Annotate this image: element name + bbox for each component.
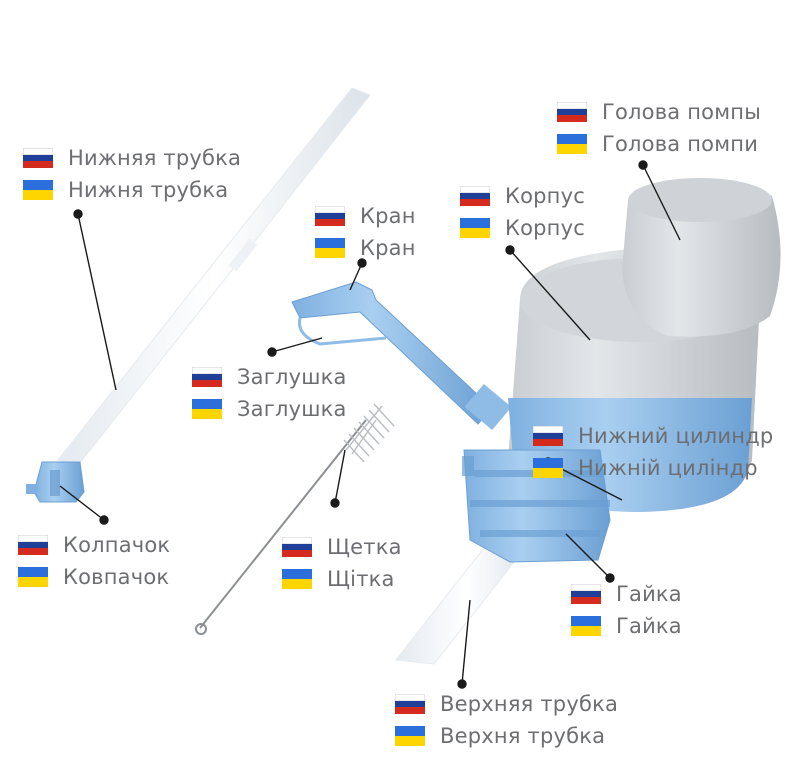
label-tap: Кран Кран	[315, 204, 416, 260]
ukraine-flag-icon	[315, 238, 345, 258]
russia-flag-icon	[557, 102, 587, 123]
ukraine-flag-icon	[571, 616, 601, 636]
label-lower-cylinder-ua: Нижній циліндр	[578, 456, 758, 480]
brush	[195, 403, 395, 635]
label-lower-tube-ua: Нижня трубка	[68, 178, 229, 202]
label-lower-tube-ru: Нижняя трубка	[68, 146, 242, 170]
label-nut-ru: Гайка	[616, 582, 682, 606]
label-cap-ua: Ковпачок	[63, 565, 170, 589]
russia-flag-icon	[23, 148, 53, 169]
label-head: Голова помпы Голова помпи	[557, 100, 761, 156]
label-tap-ru: Кран	[360, 204, 416, 228]
pump-head	[622, 178, 781, 337]
ukraine-flag-icon	[282, 569, 312, 589]
russia-flag-icon	[533, 426, 563, 447]
label-head-ua: Голова помпи	[602, 132, 759, 156]
label-brush-ua: Щітка	[327, 567, 395, 591]
label-brush: Щетка Щітка	[282, 535, 402, 591]
label-body-ua: Корпус	[505, 216, 585, 240]
label-plug-ru: Заглушка	[237, 365, 347, 389]
label-brush-ru: Щетка	[327, 535, 402, 559]
label-plug-ua: Заглушка	[237, 397, 347, 421]
leader-lines	[59, 160, 681, 689]
ukraine-flag-icon	[460, 218, 490, 238]
label-nut-ua: Гайка	[616, 614, 682, 638]
label-upper-tube-ru: Верхняя трубка	[440, 692, 619, 716]
label-upper-tube-ua: Верхня трубка	[440, 724, 606, 748]
label-body: Корпус Корпус	[460, 184, 585, 240]
ukraine-flag-icon	[192, 399, 222, 419]
label-lower-cylinder-ru: Нижний цилиндр	[578, 424, 774, 448]
russia-flag-icon	[460, 186, 490, 207]
label-head-ru: Голова помпы	[602, 100, 761, 124]
ukraine-flag-icon	[18, 567, 48, 587]
tap	[291, 281, 512, 431]
russia-flag-icon	[315, 206, 345, 227]
label-nut: Гайка Гайка	[571, 582, 682, 638]
ukraine-flag-icon	[395, 726, 425, 746]
label-cap: Колпачок Ковпачок	[18, 533, 170, 589]
label-tap-ua: Кран	[360, 236, 416, 260]
ukraine-flag-icon	[533, 458, 563, 478]
label-lower-cylinder: Нижний цилиндр Нижній циліндр	[533, 424, 773, 480]
russia-flag-icon	[192, 367, 222, 388]
label-upper-tube: Верхняя трубка Верхня трубка	[395, 692, 618, 748]
ukraine-flag-icon	[23, 180, 53, 200]
label-cap-ru: Колпачок	[63, 533, 171, 557]
label-plug: Заглушка Заглушка	[192, 365, 347, 421]
russia-flag-icon	[395, 694, 425, 715]
russia-flag-icon	[571, 584, 601, 605]
russia-flag-icon	[18, 535, 48, 556]
label-body-ru: Корпус	[505, 184, 585, 208]
ukraine-flag-icon	[557, 134, 587, 154]
cap	[26, 461, 85, 503]
russia-flag-icon	[282, 537, 312, 558]
label-lower-tube: Нижняя трубка Нижня трубка	[23, 146, 241, 202]
